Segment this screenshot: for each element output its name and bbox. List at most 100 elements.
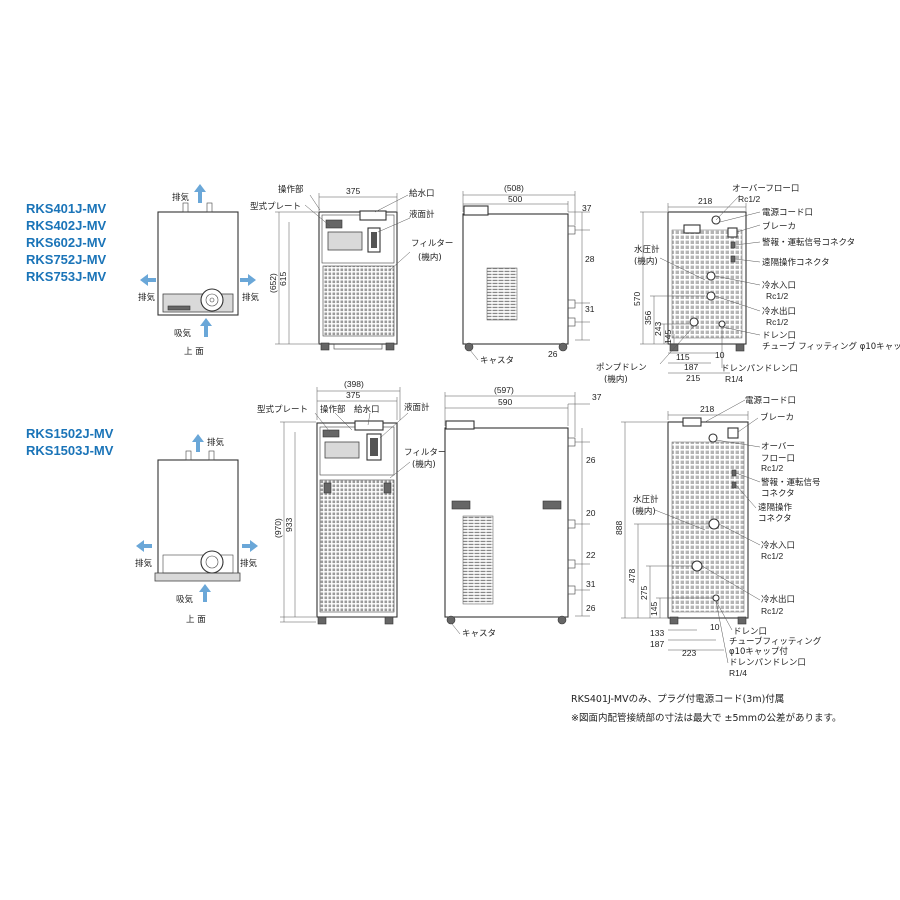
dim-20: 20 — [586, 508, 596, 518]
dim-145: 145 — [649, 602, 659, 616]
rc-label: Rc1/2 — [766, 291, 788, 301]
pan-drain-label: ドレンパンドレン口 — [721, 364, 798, 374]
exhaust-label: 排気 — [138, 292, 156, 303]
lower-side-view — [444, 392, 590, 635]
dim-187: 187 — [684, 362, 698, 372]
dim-height-overall: (652) — [268, 273, 278, 293]
model-name: RKS401J-MV — [26, 201, 107, 216]
rc-label: Rc1/2 — [766, 317, 788, 327]
caster-label: キャスタ — [462, 629, 496, 639]
top-view-title: 上 面 — [184, 347, 204, 357]
overflow-label: オーバーフロー口 — [732, 184, 799, 194]
dim-width-overall: (398) — [344, 379, 364, 389]
upper-rear-view — [640, 194, 761, 374]
dim-width: 375 — [346, 186, 360, 196]
arrow-right-icon — [242, 540, 258, 552]
dim-height: 933 — [284, 518, 294, 532]
note-power-cord: RKS401J-MVのみ、プラグ付電源コード(3m)付属 — [571, 693, 784, 705]
inlet-label: 冷水入口 — [762, 280, 796, 291]
power-cord-label: 電源コード口 — [762, 208, 813, 218]
dim-478: 478 — [627, 569, 637, 583]
model-name: RKS753J-MV — [26, 269, 107, 284]
dim-218: 218 — [700, 404, 714, 414]
nameplate-label: 型式プレート — [250, 201, 301, 212]
dim-223: 223 — [682, 648, 696, 658]
arrow-left-icon — [140, 274, 156, 286]
model-name: RKS1502J-MV — [26, 426, 114, 441]
top-view-title: 上 面 — [186, 615, 206, 625]
level-gauge-label: 液面計 — [409, 209, 435, 220]
pump-drain-label: ポンプドレン — [596, 363, 647, 373]
drain-label: ドレン口 — [733, 627, 767, 637]
overflow-label: オーバー — [761, 442, 795, 452]
breaker-label: ブレーカ — [762, 221, 796, 232]
arrow-right-icon — [240, 274, 256, 286]
rc-label: Rc1/2 — [761, 551, 783, 561]
drain-label: ドレン口 — [762, 331, 796, 341]
dim-31: 31 — [585, 304, 595, 314]
arrow-up-icon — [200, 318, 212, 337]
alarm-connector-label: 警報・運転信号 — [761, 477, 821, 488]
tube-fitting-label: チューブ フィッティング φ10キャップ 付 — [762, 341, 900, 352]
remote-connector-label: コネクタ — [758, 514, 792, 524]
inside-label: (機内) — [604, 374, 628, 385]
dim-888: 888 — [614, 521, 624, 535]
dim-26: 26 — [586, 603, 596, 613]
breaker-label: ブレーカ — [760, 412, 794, 423]
dim-215: 215 — [686, 373, 700, 383]
remote-connector-label: 遠隔操作コネクタ — [762, 257, 830, 268]
dim-10: 10 — [710, 622, 720, 632]
filter-label: フィルター — [411, 239, 453, 249]
dim-10: 10 — [715, 350, 725, 360]
exhaust-label: 排気 — [207, 437, 225, 448]
dim-145: 145 — [663, 330, 673, 344]
lower-rear-view — [621, 399, 761, 664]
model-list-bottom: RKS1502J-MV RKS1503J-MV — [26, 426, 114, 458]
dim-depth-overall: (597) — [494, 385, 514, 395]
nameplate-label: 型式プレート — [257, 404, 308, 415]
filter-label: フィルター — [404, 448, 446, 458]
arrow-left-icon — [136, 540, 152, 552]
intake-label: 吸気 — [174, 328, 192, 339]
upper-top-view — [140, 184, 256, 337]
r14-label: R1/4 — [729, 668, 747, 678]
r14-label: R1/4 — [725, 374, 743, 384]
exhaust-label: 排気 — [240, 558, 258, 569]
dim-height: 615 — [278, 272, 288, 286]
dim-187: 187 — [650, 639, 664, 649]
dim-570: 570 — [632, 292, 642, 306]
model-name: RKS602J-MV — [26, 235, 107, 250]
tube-fitting-label: チューブフィッティング — [729, 636, 822, 647]
rc-label: Rc1/2 — [761, 606, 783, 616]
inside-label: (機内) — [418, 252, 442, 263]
caster-label: キャスタ — [480, 356, 514, 366]
remote-connector-label: 遠隔操作 — [758, 502, 793, 513]
inside-label: (機内) — [412, 459, 436, 470]
model-name: RKS752J-MV — [26, 252, 107, 267]
exhaust-label: 排気 — [172, 192, 190, 203]
dim-depth: 590 — [498, 397, 512, 407]
outlet-label: 冷水出口 — [762, 306, 796, 317]
dim-31: 31 — [586, 579, 596, 589]
dim-width: 375 — [346, 390, 360, 400]
dim-133: 133 — [650, 628, 664, 638]
tube-fitting-label: φ10キャップ付 — [729, 646, 788, 657]
power-cord-label: 電源コード口 — [745, 396, 796, 406]
dim-depth: 500 — [508, 194, 522, 204]
alarm-connector-label: 警報・運転信号コネクタ — [762, 237, 855, 248]
pressure-gauge-label: 水圧計 — [633, 494, 659, 505]
arrow-up-icon — [192, 434, 204, 452]
alarm-connector-label: コネクタ — [761, 489, 795, 499]
dim-37: 37 — [582, 203, 592, 213]
rc-label: Rc1/2 — [738, 194, 760, 204]
level-gauge-label: 液面計 — [404, 402, 430, 413]
dim-22: 22 — [586, 550, 596, 560]
model-name: RKS402J-MV — [26, 218, 107, 233]
arrow-up-icon — [199, 584, 211, 602]
dim-115: 115 — [676, 352, 690, 362]
intake-label: 吸気 — [176, 594, 194, 605]
model-list-top: RKS401J-MV RKS402J-MV RKS602J-MV RKS752J… — [26, 201, 107, 284]
arrow-up-icon — [194, 184, 206, 203]
outlet-label: 冷水出口 — [761, 594, 795, 605]
water-supply-label: 給水口 — [409, 188, 435, 199]
